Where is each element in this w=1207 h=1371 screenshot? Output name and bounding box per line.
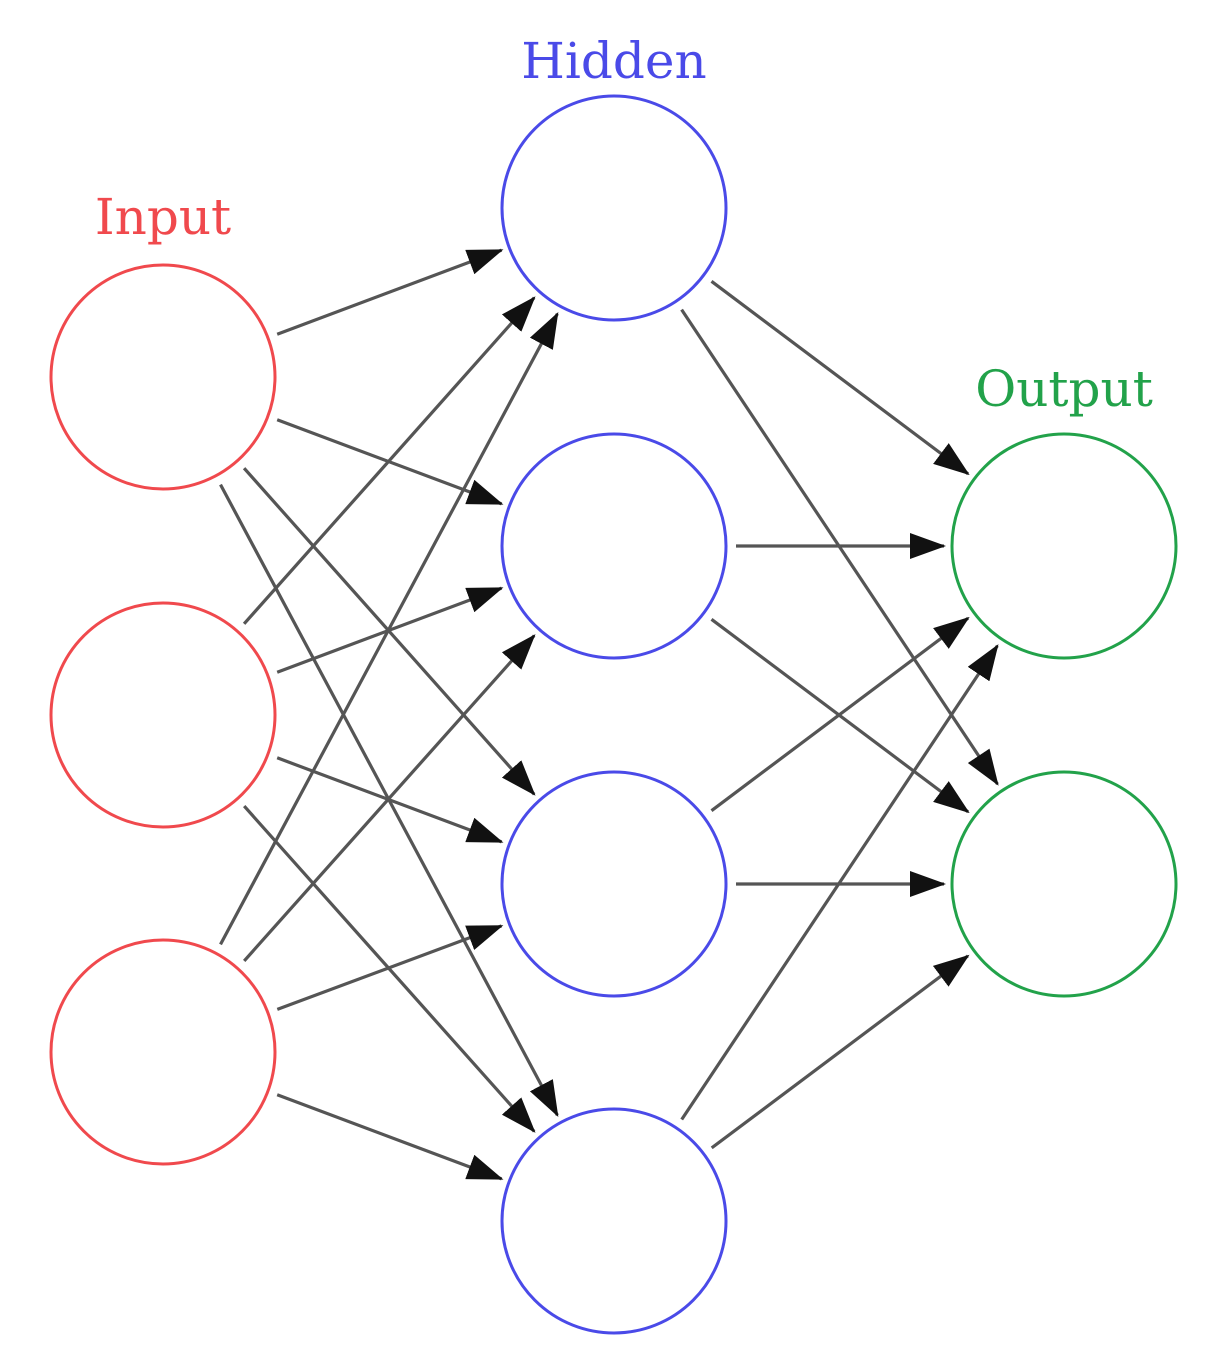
input-neuron-3 [49,938,277,1166]
connection-arrow-hidden1-to-output1 [710,280,970,476]
output-neuron-1 [950,432,1178,660]
connections-group [219,248,999,1181]
input-neuron-1 [49,263,277,491]
hidden-neuron-4 [500,1107,728,1335]
hidden-neuron-2 [500,432,728,660]
connection-arrow-input3-to-hidden4 [276,1093,504,1181]
connection-arrow-input3-to-hidden1 [219,312,559,946]
connection-arrow-hidden3-to-output1 [710,616,970,812]
output-layer-label: Output [975,360,1153,418]
input-layer-label: Input [95,188,231,246]
neurons-group [49,94,1178,1335]
connection-arrow-input1-to-hidden1 [276,248,504,336]
connection-arrow-hidden4-to-output2 [710,954,970,1150]
connection-arrow-hidden4-to-output1 [680,644,999,1121]
connection-arrow-input3-to-hidden3 [276,924,504,1011]
hidden-neuron-1 [500,94,728,322]
connection-arrow-input3-to-hidden2 [243,634,536,962]
connection-arrow-input2-to-hidden1 [242,296,536,625]
hidden-neuron-3 [500,770,728,998]
output-neuron-2 [950,770,1178,998]
hidden-layer-label: Hidden [521,32,706,90]
input-neuron-2 [49,601,277,829]
